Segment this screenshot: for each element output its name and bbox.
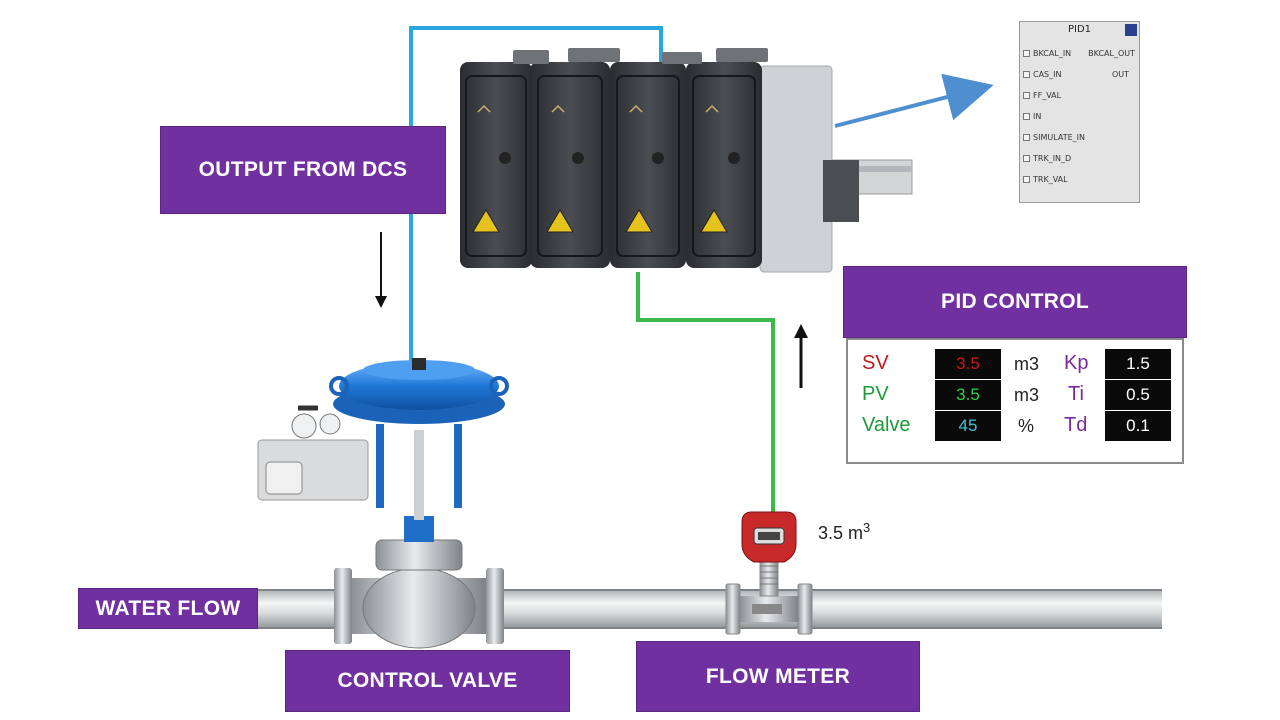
- pin-in: IN: [1023, 112, 1041, 121]
- kp-label: Kp: [1064, 352, 1089, 374]
- valve-label: Valve: [862, 414, 911, 436]
- pin-cas-in: CAS_IN: [1023, 70, 1061, 79]
- output-from-dcs-label: OUTPUT FROM DCS: [160, 126, 446, 214]
- up-arrow-icon: [794, 324, 808, 388]
- feedback-signal-line: [636, 272, 775, 512]
- valve-unit: %: [1018, 416, 1035, 436]
- pv-value: 3.5: [935, 380, 1001, 410]
- block-icon: [1125, 24, 1137, 36]
- pin-trk-val: TRK_VAL: [1023, 175, 1068, 184]
- pin-trk-in-d: TRK_IN_D: [1023, 154, 1071, 163]
- td-value: 0.1: [1105, 411, 1171, 441]
- pin-simulate-in: SIMULATE_IN: [1023, 133, 1085, 142]
- pin-bkcal-in: BKCAL_IN: [1023, 49, 1071, 58]
- flow-meter-icon: [725, 511, 813, 635]
- pin-out: OUT: [1111, 70, 1129, 79]
- function-block-title: PID1: [1067, 24, 1092, 35]
- ti-label: Ti: [1068, 383, 1084, 405]
- pin-bkcal-out: BKCAL_OUT: [1088, 49, 1135, 58]
- flow-reading: 3.5 m3: [818, 520, 870, 544]
- control-valve-label: CONTROL VALVE: [285, 650, 570, 712]
- dcs-controller-icon: [460, 48, 913, 273]
- pv-label: PV: [862, 383, 889, 405]
- pid-control-label: PID CONTROL: [843, 266, 1187, 338]
- flow-reading-value: 3.5 m: [818, 523, 864, 543]
- pid-function-block: PID1 BKCAL_IN CAS_IN FF_VAL IN SIMULATE_…: [1019, 21, 1140, 203]
- pid-row-pv: PV 3.5 m3 Ti 0.5: [848, 380, 1182, 410]
- water-flow-label: WATER FLOW: [78, 588, 258, 629]
- sv-unit: m3: [1014, 354, 1040, 374]
- flow-meter-label: FLOW METER: [636, 641, 920, 712]
- td-label: Td: [1064, 414, 1088, 436]
- pin-ff-val: FF_VAL: [1023, 91, 1061, 100]
- down-arrow-icon: [375, 232, 387, 308]
- pid-row-sv: SV 3.5 m3 Kp 1.5: [848, 349, 1182, 379]
- arrow-to-function-block-icon: [834, 73, 994, 128]
- ti-value: 0.5: [1105, 380, 1171, 410]
- pv-unit: m3: [1014, 385, 1040, 405]
- valve-value: 45: [935, 411, 1001, 441]
- flow-reading-exponent: 3: [863, 520, 871, 535]
- control-valve-icon: [257, 358, 509, 649]
- kp-value: 1.5: [1105, 349, 1171, 379]
- pid-panel: SV 3.5 m3 Kp 1.5 PV 3.5 m3 Ti 0.5 Valve …: [846, 338, 1184, 464]
- sv-value: 3.5: [935, 349, 1001, 379]
- sv-label: SV: [862, 352, 889, 374]
- pid-row-valve: Valve 45 % Td 0.1: [848, 411, 1182, 441]
